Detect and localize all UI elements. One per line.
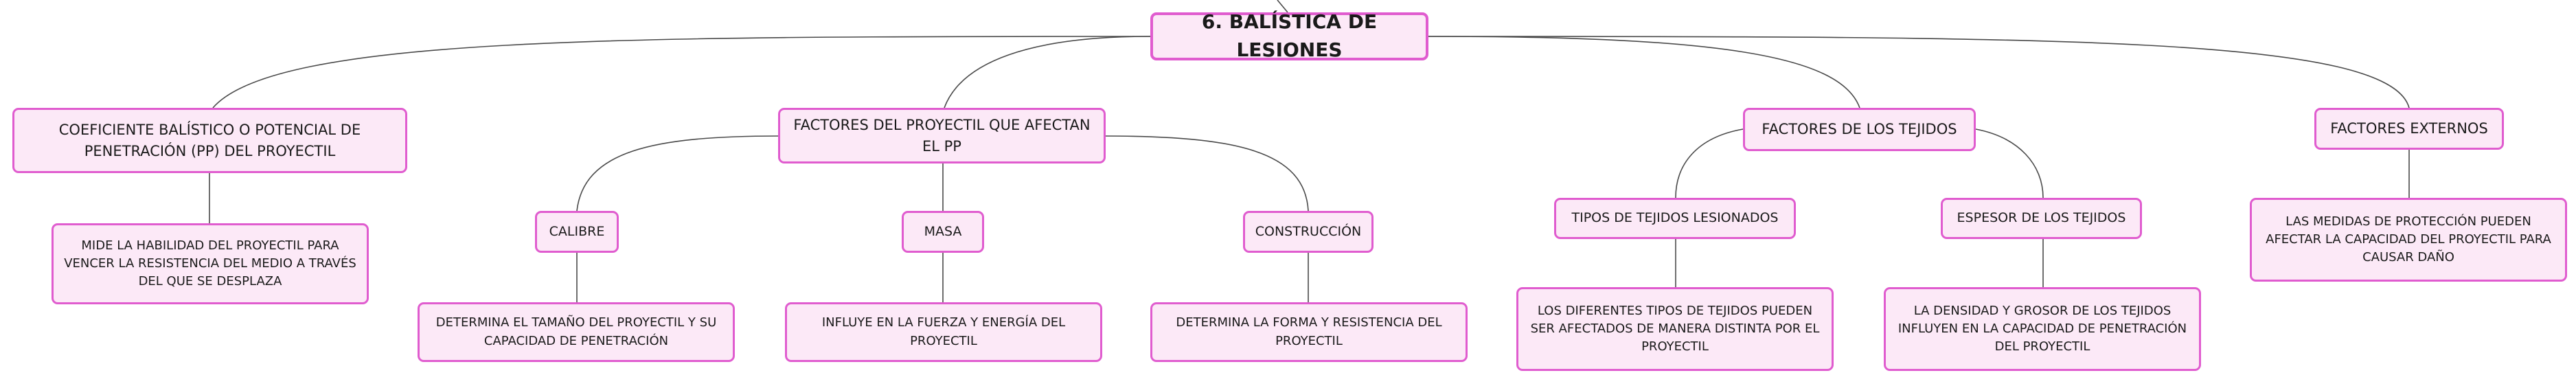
topic-factores-externos-label: FACTORES EXTERNOS: [2330, 120, 2488, 137]
subtopic-masa[interactable]: MASA: [902, 211, 984, 253]
connector-root-coeficiente: [212, 36, 1151, 109]
espesor-tejidos-description-text: LA DENSIDAD Y GROSOR DE LOS TEJIDOS INFL…: [1897, 303, 2187, 354]
connector-root-factores-externos: [1428, 36, 2410, 109]
subtopic-tipos-tejidos-label: TIPOS DE TEJIDOS LESIONADOS: [1571, 210, 1779, 226]
subtopic-construccion-label: CONSTRUCCIÓN: [1255, 223, 1362, 239]
calibre-description-text: DETERMINA EL TAMAÑO DEL PROYECTIL Y SU C…: [435, 315, 717, 348]
factores-externos-description-text: LAS MEDIDAS DE PROTECCIÓN PUEDEN AFECTAR…: [2266, 214, 2551, 265]
masa-description[interactable]: INFLUYE EN LA FUERZA Y ENERGÍA DEL PROYE…: [785, 302, 1102, 362]
subtopic-espesor-tejidos[interactable]: ESPESOR DE LOS TEJIDOS: [1941, 198, 2142, 239]
tipos-tejidos-description-text: LOS DIFERENTES TIPOS DE TEJIDOS PUEDEN S…: [1530, 303, 1820, 354]
subtopic-espesor-tejidos-label: ESPESOR DE LOS TEJIDOS: [1957, 210, 2126, 226]
connector-proyectil-calibre: [576, 135, 779, 212]
connector-proyectil-construccion: [1105, 135, 1309, 212]
coeficiente-description-text: MIDE LA HABILIDAD DEL PROYECTIL PARA VEN…: [64, 238, 356, 289]
topic-factores-proyectil-label: FACTORES DEL PROYECTIL QUE AFECTAN EL PP: [793, 117, 1091, 155]
masa-description-text: INFLUYE EN LA FUERZA Y ENERGÍA DEL PROYE…: [821, 315, 1066, 348]
subtopic-calibre-label: CALIBRE: [549, 223, 605, 239]
topic-factores-tejidos[interactable]: FACTORES DE LOS TEJIDOS: [1743, 108, 1976, 151]
topic-coeficiente-label: COEFICIENTE BALÍSTICO O POTENCIAL DE PEN…: [58, 122, 361, 159]
subtopic-construccion[interactable]: CONSTRUCCIÓN: [1243, 211, 1374, 253]
connector-tejidos-espesor: [1975, 128, 2044, 199]
connector-root-top: [1277, 0, 1288, 13]
calibre-description[interactable]: DETERMINA EL TAMAÑO DEL PROYECTIL Y SU C…: [418, 302, 735, 362]
coeficiente-description[interactable]: MIDE LA HABILIDAD DEL PROYECTIL PARA VEN…: [52, 223, 369, 304]
topic-factores-proyectil[interactable]: FACTORES DEL PROYECTIL QUE AFECTAN EL PP: [778, 108, 1106, 163]
root-topic[interactable]: 6. BALÍSTICA DE LESIONES: [1150, 10, 1428, 61]
construccion-description[interactable]: DETERMINA LA FORMA Y RESISTENCIA DEL PRO…: [1150, 302, 1468, 362]
subtopic-calibre[interactable]: CALIBRE: [535, 211, 619, 253]
topic-coeficiente-balistico[interactable]: COEFICIENTE BALÍSTICO O POTENCIAL DE PEN…: [12, 108, 407, 173]
espesor-tejidos-description[interactable]: LA DENSIDAD Y GROSOR DE LOS TEJIDOS INFL…: [1884, 287, 2201, 371]
topic-factores-externos[interactable]: FACTORES EXTERNOS: [2314, 108, 2504, 150]
topic-factores-tejidos-label: FACTORES DE LOS TEJIDOS: [1762, 121, 1957, 138]
connector-tejidos-tipos: [1675, 128, 1744, 199]
subtopic-masa-label: MASA: [924, 223, 962, 239]
subtopic-tipos-tejidos[interactable]: TIPOS DE TEJIDOS LESIONADOS: [1554, 198, 1796, 239]
connector-root-factores-tejidos: [1428, 36, 1860, 109]
root-topic-label: 6. BALÍSTICA DE LESIONES: [1201, 10, 1378, 61]
factores-externos-description[interactable]: LAS MEDIDAS DE PROTECCIÓN PUEDEN AFECTAR…: [2250, 198, 2567, 282]
construccion-description-text: DETERMINA LA FORMA Y RESISTENCIA DEL PRO…: [1176, 315, 1442, 348]
tipos-tejidos-description[interactable]: LOS DIFERENTES TIPOS DE TEJIDOS PUEDEN S…: [1516, 287, 1834, 371]
connector-root-factores-proyectil: [944, 36, 1151, 109]
